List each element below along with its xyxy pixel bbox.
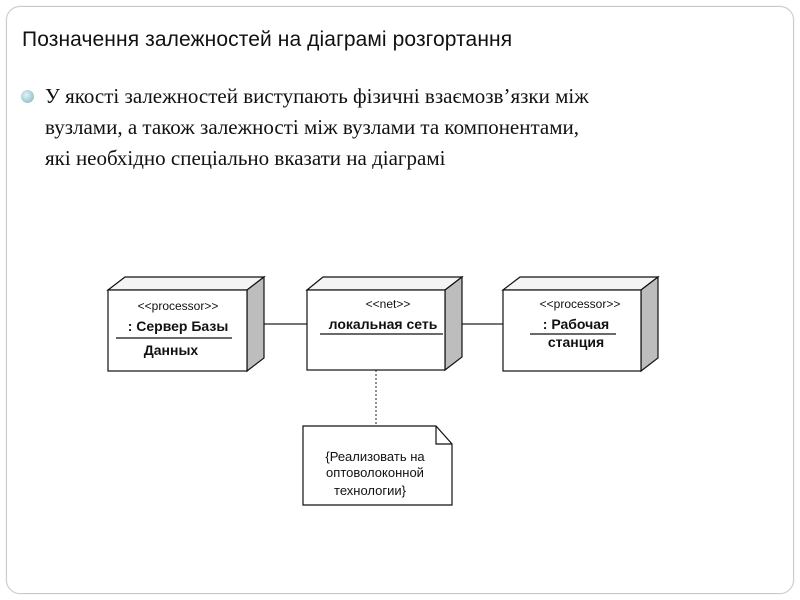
bullet-text-line-2: вузлами, а також залежності між вузлами … xyxy=(45,115,580,139)
bullet-text-line-3: які необхідно спеціально вказати на діаг… xyxy=(45,146,446,170)
bullet-dot-icon xyxy=(21,90,34,103)
slide-title: Позначення залежностей на діаграмі розго… xyxy=(22,28,513,51)
bullet-text-line-1: У якості залежностей виступають фізичні … xyxy=(45,84,589,108)
